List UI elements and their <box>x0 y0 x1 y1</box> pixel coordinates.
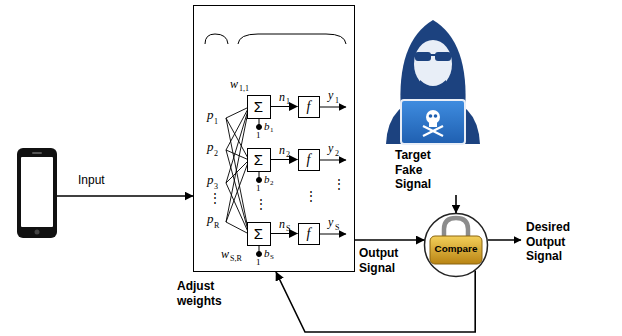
subscript-label: S <box>286 225 290 233</box>
math-label: ⋮ <box>333 178 345 190</box>
sum-box: Σ <box>247 222 271 246</box>
connector-arrow <box>271 233 298 234</box>
connector-arrow <box>455 195 457 213</box>
math-label: w <box>221 248 229 260</box>
subscript-label: 1 <box>270 127 274 134</box>
subscript-label: 1 <box>256 258 261 267</box>
subscript-label: 1 <box>286 98 290 106</box>
subscript-label: 2 <box>270 180 274 187</box>
box-symbol: f <box>299 227 319 241</box>
box-symbol: f <box>299 100 319 114</box>
math-label: p <box>207 173 214 186</box>
attacker-node: Target Fake Signal <box>383 2 483 144</box>
math-label: b <box>264 248 270 259</box>
connector-arrow <box>57 195 193 197</box>
sum-box: Σ <box>247 95 271 119</box>
node-heading: Adjust weights <box>177 279 229 308</box>
neural-network-box: Adjust weightsΣfΣfΣf <box>193 5 355 272</box>
signal-label: Desired Output Signal <box>526 220 588 264</box>
phone-node: Input <box>17 148 57 238</box>
output-arrow <box>488 239 521 241</box>
activation-box: f <box>298 96 320 118</box>
subscript-label: 2 <box>214 150 218 158</box>
math-label: y <box>328 142 333 154</box>
math-label: n <box>279 218 285 230</box>
box-symbol: f <box>299 153 319 167</box>
connector-arrow <box>355 239 424 241</box>
math-label: n <box>279 91 285 103</box>
output-wires <box>318 107 346 234</box>
node-heading: Input <box>78 174 105 186</box>
math-label: b <box>264 174 270 185</box>
subscript-label: 2 <box>286 151 290 159</box>
hacker-illustration <box>386 20 480 144</box>
box-symbol: Σ <box>248 99 270 114</box>
padlock-illustration <box>425 214 488 277</box>
math-label: w <box>230 78 238 90</box>
subscript-label: 1 <box>335 97 339 105</box>
subscript-label: S <box>270 254 274 261</box>
sum-box: Σ <box>247 148 271 172</box>
math-label: y <box>328 89 333 101</box>
subscript-label: S,R <box>230 255 242 263</box>
subscript-label: 1,1 <box>239 85 249 93</box>
math-label: ⋮ <box>305 190 317 202</box>
layer-braces <box>205 34 346 44</box>
node-label: Compare <box>424 244 488 254</box>
activation-box: f <box>298 149 320 171</box>
box-symbol: Σ <box>248 152 270 167</box>
math-label: b <box>264 121 270 132</box>
math-label: ⋮ <box>255 198 267 210</box>
math-label: p <box>207 108 214 121</box>
math-label: p <box>207 140 214 153</box>
subscript-label: S <box>335 224 339 232</box>
math-label: y <box>328 216 333 228</box>
box-symbol: Σ <box>248 226 270 241</box>
subscript-label: 3 <box>214 183 218 191</box>
subscript-label: 1 <box>214 118 218 126</box>
connector-arrow <box>276 271 475 332</box>
connector-arrow <box>271 106 298 107</box>
subscript-label: R <box>214 222 219 230</box>
math-label: n <box>279 144 285 156</box>
subscript-label: 1 <box>256 184 261 193</box>
connector-arrow <box>271 159 298 160</box>
compare-node: Compare <box>424 213 488 277</box>
edge-label: Output Signal <box>359 246 405 275</box>
subscript-label: 1 <box>256 131 261 140</box>
node-heading: Target Fake Signal <box>395 148 445 192</box>
math-label: ⋮ <box>209 192 221 204</box>
phone-illustration <box>17 148 57 238</box>
math-label: p <box>207 212 214 225</box>
activation-box: f <box>298 223 320 245</box>
subscript-label: 2 <box>335 150 339 158</box>
